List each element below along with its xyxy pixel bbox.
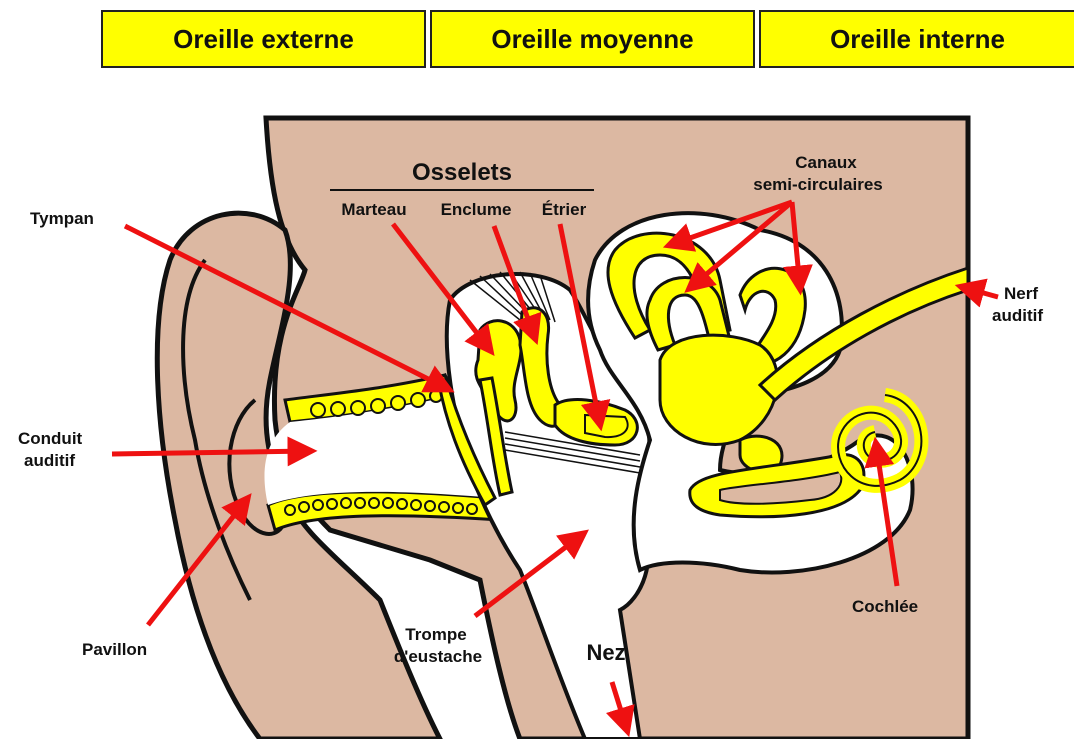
canal-label-line2: auditif xyxy=(24,451,75,470)
nerve-label-line1: Nerf xyxy=(1004,284,1038,303)
canals-label-line2: semi-circulaires xyxy=(753,175,882,194)
hammer-label: Marteau xyxy=(341,200,406,219)
cochlea-label: Cochlée xyxy=(852,597,918,616)
nerve-label-line2: auditif xyxy=(992,306,1043,325)
eustachian-label-line1: Trompe xyxy=(405,625,466,644)
pinna-label: Pavillon xyxy=(82,640,147,659)
canal-label-line1: Conduit xyxy=(18,429,83,448)
ossicles-label: Osselets xyxy=(412,159,512,186)
nose-label: Nez xyxy=(586,640,625,665)
canal-arrow xyxy=(112,451,310,454)
eardrum-label: Tympan xyxy=(30,209,94,228)
stirrup-label: Étrier xyxy=(542,200,587,219)
anvil-label: Enclume xyxy=(441,200,512,219)
eustachian-label-line2: d'eustache xyxy=(394,647,482,666)
canals-label-line1: Canaux xyxy=(795,153,857,172)
